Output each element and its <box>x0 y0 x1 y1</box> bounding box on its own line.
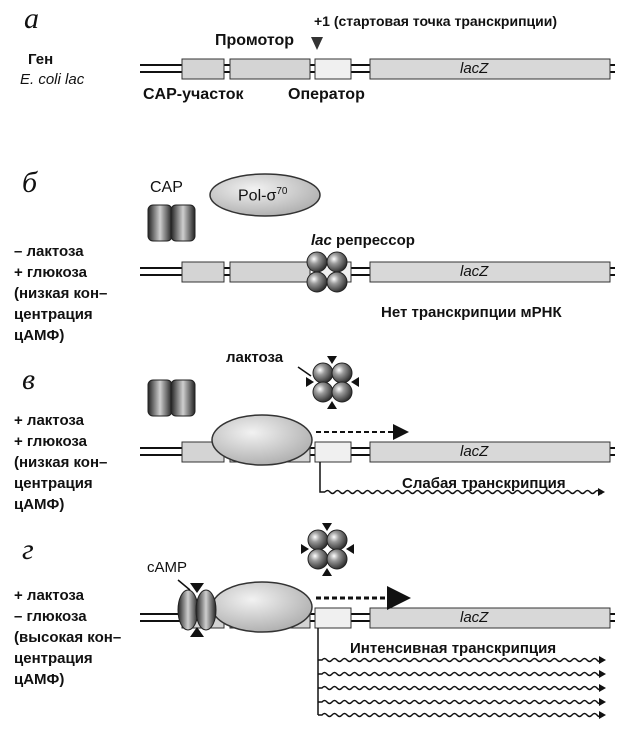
cap-protein-free <box>147 379 196 417</box>
lacz-label: lacZ <box>460 60 489 77</box>
lactose-label: лактоза <box>226 349 284 366</box>
result-b: Нет транскрипции мРНК <box>381 304 562 321</box>
panel-a-letter: а <box>24 2 39 35</box>
polymerase-label: Pol-σ70 <box>238 186 288 205</box>
polymerase <box>209 173 321 217</box>
panel-d-letter: г <box>22 533 34 566</box>
panel-b-letter: б <box>22 166 38 199</box>
repressor-with-lactose <box>306 356 359 409</box>
cap-site-label: CAP-участок <box>143 86 244 103</box>
lacz-label-b: lacZ <box>460 263 489 280</box>
camp-label: cAMP <box>147 559 188 576</box>
panel-a-dna <box>140 37 615 80</box>
cap-label: CAP <box>150 179 183 196</box>
result-c: Слабая транскрипция <box>402 475 566 492</box>
cap-site-box <box>181 58 225 80</box>
promoter-label: Промотор <box>215 32 295 49</box>
operator-label: Оператор <box>288 86 365 103</box>
gene-label: Ген <box>28 51 54 68</box>
repressor-with-lactose-d <box>301 523 354 576</box>
lacz-box <box>369 58 611 80</box>
mrna-transcript <box>318 699 601 705</box>
panel-b-dna <box>140 173 615 293</box>
cap-protein <box>147 204 196 242</box>
polymerase-bound <box>211 414 313 466</box>
promoter-box <box>229 58 311 80</box>
lac-repressor <box>306 251 348 293</box>
mrna-transcript <box>318 657 601 663</box>
operator-box <box>314 58 352 80</box>
panel-b-condition: – лактоза + глюкоза (низкая кон– центрац… <box>14 243 108 344</box>
mrna-transcript <box>318 685 601 691</box>
lacz-label-c: lacZ <box>460 443 489 460</box>
gene-organism: E. coli lac <box>20 71 85 88</box>
start-site-marker <box>311 37 323 50</box>
panel-d-condition: + лактоза – глюкоза (высокая кон– центра… <box>14 587 122 688</box>
panel-d-dna <box>140 523 615 719</box>
cap-camp-complex <box>177 583 217 637</box>
lacz-label-d: lacZ <box>460 609 489 626</box>
panel-c-letter: в <box>22 363 36 396</box>
result-d: Интенсивная транскрипция <box>350 640 557 657</box>
repressor-label: lac репрессор <box>311 232 415 249</box>
mrna-transcript <box>318 712 601 718</box>
panel-c-dna <box>140 356 615 496</box>
mrna-transcript <box>318 671 601 677</box>
panel-c-condition: + лактоза + глюкоза (низкая кон– центрац… <box>14 412 108 513</box>
start-site-label: +1 (стартовая точка транскрипции) <box>314 13 558 29</box>
